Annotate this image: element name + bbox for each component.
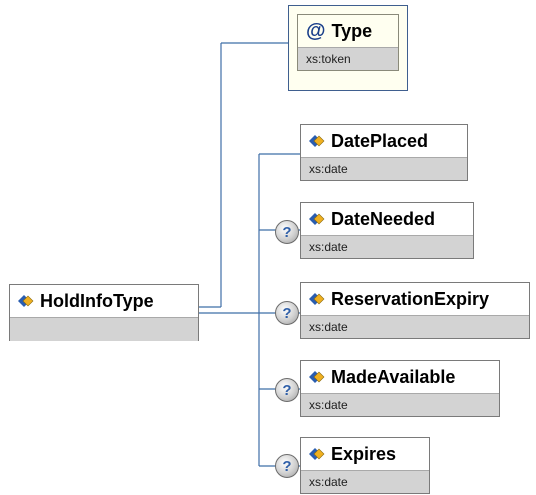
element-name: Expires — [331, 443, 397, 464]
attribute-name: Type — [331, 20, 373, 41]
element-type: xs:date — [301, 393, 499, 416]
optional-icon: ? — [275, 378, 299, 402]
element-icon — [309, 213, 325, 225]
optional-icon: ? — [275, 220, 299, 244]
attribute-icon: @ — [306, 20, 326, 42]
element-icon — [309, 293, 325, 305]
element-box-reservationexpiry[interactable]: ReservationExpiry xs:date — [300, 282, 530, 339]
element-icon — [18, 295, 34, 307]
element-type: xs:date — [301, 470, 429, 493]
optional-icon: ? — [275, 454, 299, 478]
root-type-header: HoldInfoType — [10, 285, 198, 317]
element-name: ReservationExpiry — [331, 288, 490, 309]
attribute-group: @ Type xs:token — [288, 5, 408, 91]
element-header: DateNeeded — [301, 203, 473, 235]
element-header: MadeAvailable — [301, 361, 499, 393]
root-type-box[interactable]: HoldInfoType — [9, 284, 199, 341]
element-type: xs:date — [301, 235, 473, 258]
attribute-box[interactable]: @ Type xs:token — [297, 14, 399, 71]
element-icon — [309, 448, 325, 460]
element-box-madeavailable[interactable]: MadeAvailable xs:date — [300, 360, 500, 417]
element-box-dateplaced[interactable]: DatePlaced xs:date — [300, 124, 468, 181]
element-header: ReservationExpiry — [301, 283, 529, 315]
attribute-type: xs:token — [298, 47, 398, 70]
element-icon — [309, 371, 325, 383]
optional-icon: ? — [275, 301, 299, 325]
element-type: xs:date — [301, 315, 529, 338]
element-header: Expires — [301, 438, 429, 470]
element-box-expires[interactable]: Expires xs:date — [300, 437, 430, 494]
element-icon — [309, 135, 325, 147]
root-type-name: HoldInfoType — [40, 290, 154, 311]
element-header: DatePlaced — [301, 125, 467, 157]
element-type: xs:date — [301, 157, 467, 180]
attribute-header: @ Type — [298, 15, 398, 47]
element-name: DateNeeded — [331, 208, 436, 229]
element-name: MadeAvailable — [331, 366, 456, 387]
element-name: DatePlaced — [331, 130, 429, 151]
element-box-dateneeded[interactable]: DateNeeded xs:date — [300, 202, 474, 259]
root-type-bar — [10, 317, 198, 341]
